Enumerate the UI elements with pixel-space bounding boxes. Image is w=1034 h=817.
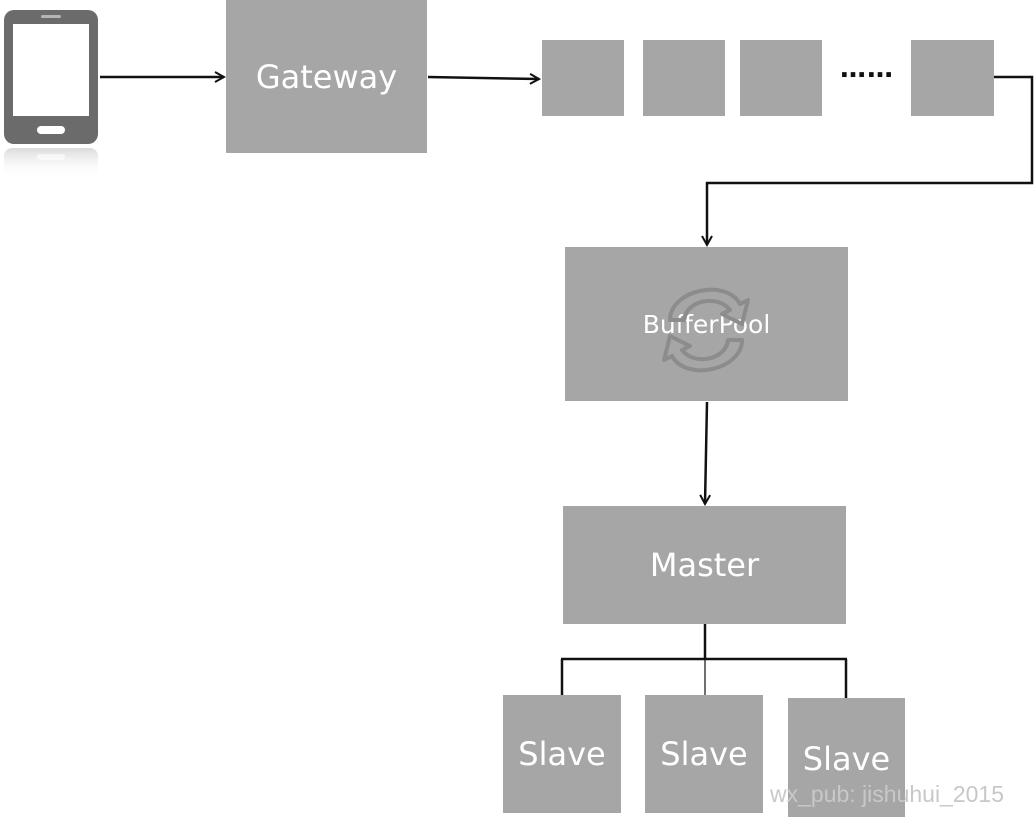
bufferpool-box: BufferPool [565,247,848,401]
master-label: Master [649,546,760,584]
slave-label: Slave [802,739,891,778]
slave-label: Slave [660,735,748,773]
slave-box: Slave [645,695,763,813]
queue-item-last [911,40,994,116]
queue-ellipsis: …… [840,54,894,84]
slave-label: Slave [518,735,606,773]
refresh-cycle-icon [662,287,750,373]
gateway-box: Gateway [226,0,427,153]
gateway-label: Gateway [255,57,398,96]
mobile-phone-icon [4,10,98,178]
bufferpool-label: BufferPool [642,309,771,339]
slave-box: Slave [788,698,905,817]
queue-item [740,40,822,116]
queue-item [542,40,624,116]
slave-box: Slave [503,695,621,813]
queue-item [643,40,725,116]
gateway-to-queue-arrow [427,77,539,79]
master-box: Master [563,506,846,624]
watermark-text: wx_pub: jishuhui_2015 [770,781,1005,807]
bufferpool-to-master-arrow [705,401,707,504]
